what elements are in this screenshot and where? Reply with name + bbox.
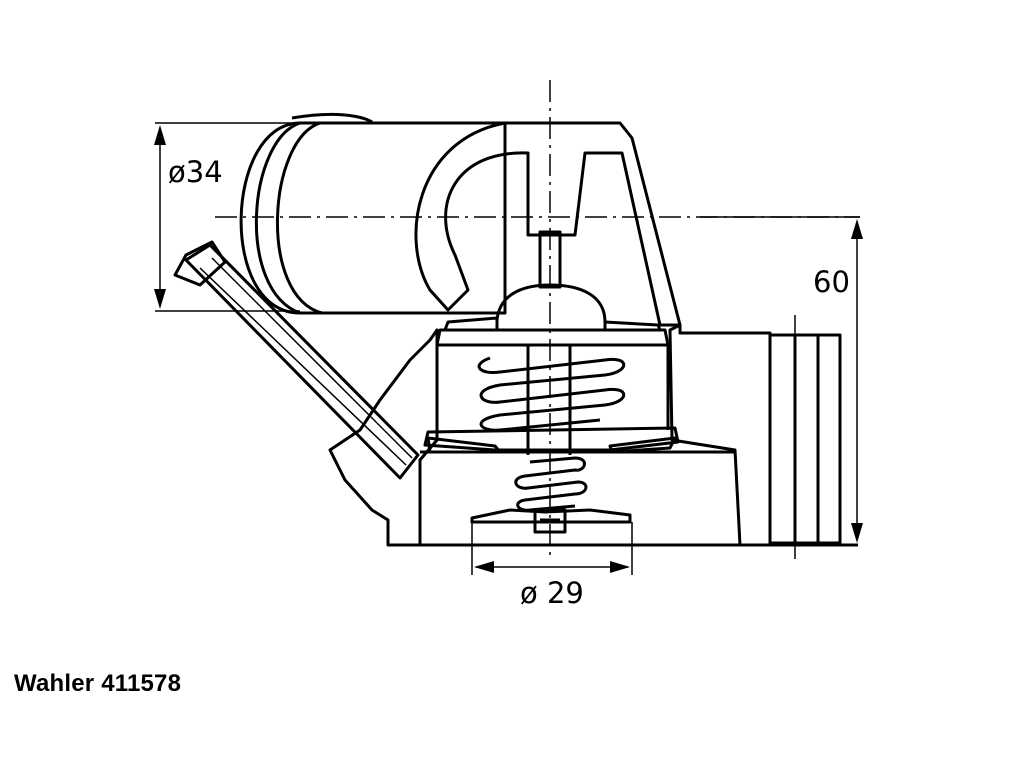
housing-upper-section xyxy=(414,121,682,327)
dimension-d29: ø 29 xyxy=(471,522,633,610)
center-lines xyxy=(215,80,860,560)
dimension-60-label: 60 xyxy=(813,265,850,299)
vent-tube xyxy=(173,240,420,480)
housing-right-flange xyxy=(668,323,842,547)
dimension-60: 60 xyxy=(813,219,863,543)
dimension-d29-label: ø 29 xyxy=(520,576,584,610)
outlet-cylinder xyxy=(239,112,507,315)
housing-left-lower xyxy=(328,328,439,547)
dimension-d34: ø34 xyxy=(154,122,300,312)
part-caption: Wahler 411578 xyxy=(14,670,182,697)
thermostat-assembly xyxy=(420,230,735,534)
dimension-d34-label: ø34 xyxy=(168,155,223,189)
